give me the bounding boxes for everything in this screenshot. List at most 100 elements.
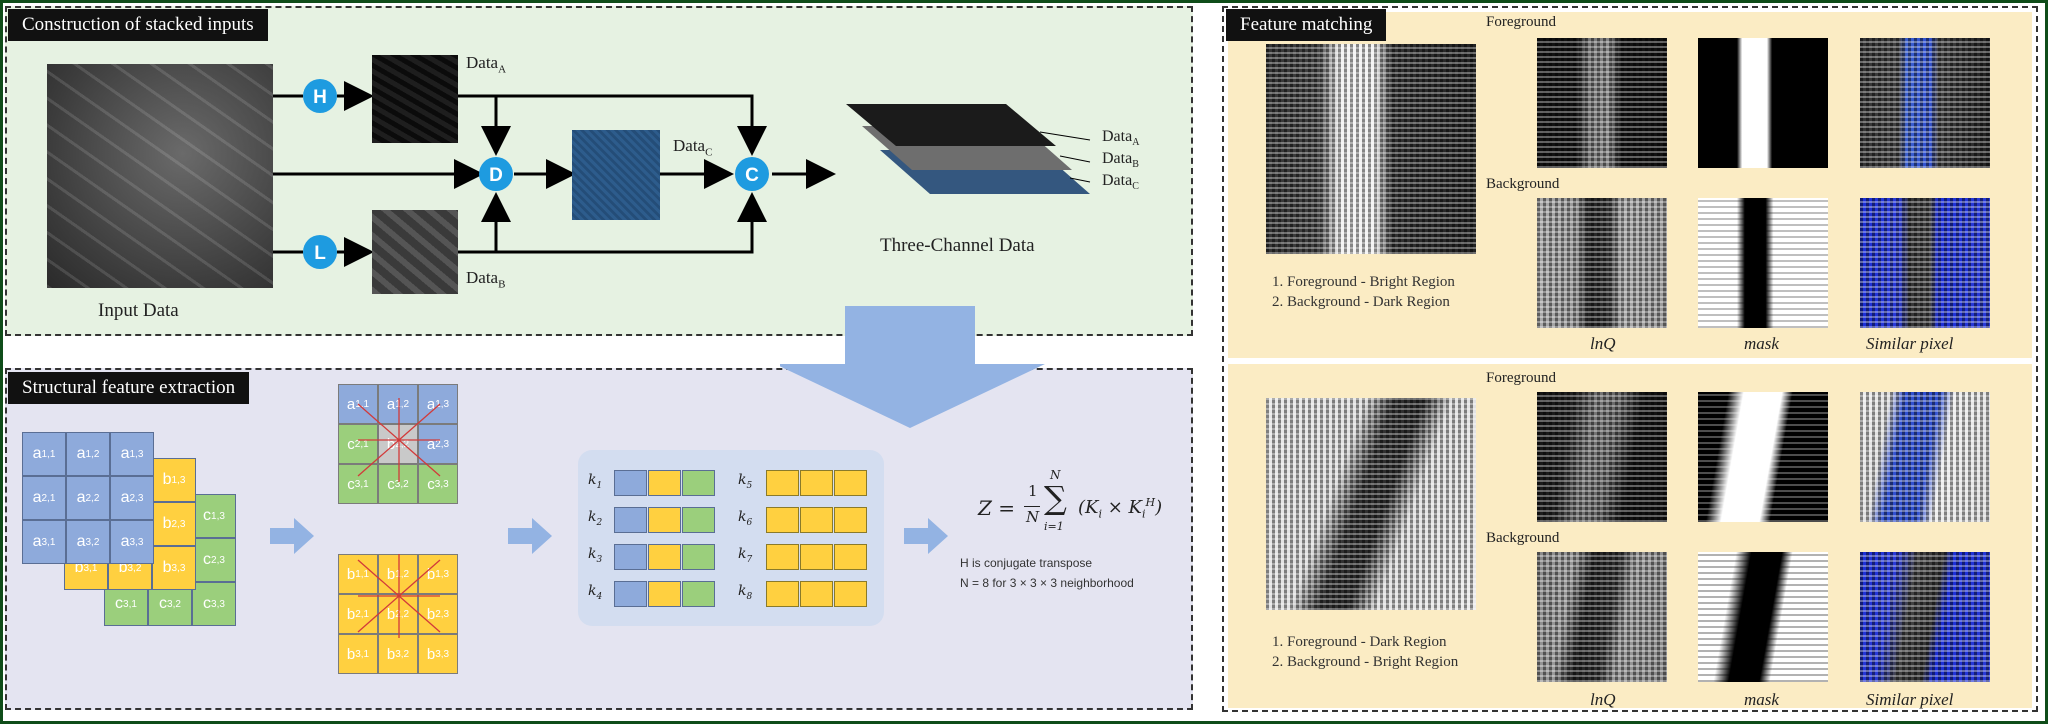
struct-panel-title: Structural feature extraction	[8, 372, 250, 404]
k-cell	[834, 544, 867, 570]
node-H-label: H	[313, 87, 327, 108]
small-arrow-2	[508, 518, 552, 554]
similar-foreground-top	[1860, 38, 1990, 168]
k-cell	[648, 544, 681, 570]
k-cell	[682, 581, 715, 607]
k-cell	[800, 581, 833, 607]
data-c-label: DataC	[673, 136, 713, 159]
arrow-dataA-to-D	[458, 94, 511, 156]
k-label-k7: k7	[738, 546, 753, 565]
k-cell	[682, 544, 715, 570]
data-b-label: DataB	[466, 268, 506, 291]
foreground-label-bottom: Foreground	[1486, 370, 1556, 386]
k-cell	[766, 507, 799, 533]
mask-foreground-bottom	[1698, 392, 1828, 522]
k-cell	[800, 544, 833, 570]
k-cell	[766, 470, 799, 496]
input-data-image	[47, 64, 273, 288]
k-cell	[614, 581, 647, 607]
top-caption-2: 2. Background - Dark Region	[1272, 294, 1450, 310]
node-L-label: L	[314, 243, 326, 264]
formula-frac-den: N	[1026, 508, 1040, 526]
formula-note-1: H is conjugate transpose	[960, 556, 1093, 570]
lnq-foreground-top	[1537, 38, 1667, 168]
lnq-background-top	[1537, 198, 1667, 328]
k-cell	[614, 507, 647, 533]
k-cell	[614, 470, 647, 496]
k-cell	[834, 470, 867, 496]
formula-sigma: ∑	[1044, 479, 1067, 517]
three-channel-caption: Three-Channel Data	[880, 235, 1035, 256]
similar-background-top	[1860, 198, 1990, 328]
k-cell	[682, 507, 715, 533]
node-H	[303, 79, 337, 113]
stack-label-a: DataA	[1102, 128, 1140, 149]
k-label-k1: k1	[588, 472, 603, 491]
col-label-lnq-bottom: lnQ	[1590, 690, 1616, 709]
neighborhood-lines	[357, 398, 441, 638]
data-b-image	[372, 210, 458, 294]
stack-diagram-svg: H L D C	[273, 79, 1091, 269]
k-cell	[648, 581, 681, 607]
small-arrow-1	[270, 518, 314, 554]
sar-image-top	[1266, 44, 1476, 254]
stack-label-c: DataC	[1102, 172, 1139, 193]
formula-rhs: (Ki × KiH)	[1078, 496, 1163, 521]
foreground-label-top: Foreground	[1486, 14, 1556, 30]
arrow-dataA-to-C	[496, 94, 767, 156]
similar-foreground-bottom	[1860, 392, 1990, 522]
stack-label-b: DataB	[1102, 150, 1139, 171]
big-down-arrow	[780, 306, 1045, 428]
node-C-label: C	[745, 165, 759, 186]
data-a-image	[372, 55, 458, 143]
k-cell	[648, 507, 681, 533]
lnq-background-bottom	[1537, 552, 1667, 682]
k-label-k8: k8	[738, 583, 753, 602]
k-label-k6: k6	[738, 509, 753, 528]
k-cell	[766, 544, 799, 570]
sar-image-bottom	[1266, 398, 1476, 610]
k-cell	[800, 507, 833, 533]
col-label-similar-top: Similar pixel	[1866, 334, 1954, 353]
arrow-dataB-to-D	[458, 192, 511, 254]
arrow-dataB-to-C	[496, 192, 767, 254]
formula: Z = 1 N N ∑ i=1 (Ki × KiH)	[978, 468, 1178, 544]
k-label-k3: k3	[588, 546, 603, 565]
formula-frac-num: 1	[1028, 482, 1038, 500]
col-label-similar-bottom: Similar pixel	[1866, 690, 1954, 709]
background-label-bottom: Background	[1486, 530, 1560, 546]
k-cell	[834, 507, 867, 533]
lnq-foreground-bottom	[1537, 392, 1667, 522]
node-C	[735, 157, 769, 191]
small-arrow-3	[904, 518, 948, 554]
similar-background-bottom	[1860, 552, 1990, 682]
stack-panel-title: Construction of stacked inputs	[8, 9, 268, 41]
